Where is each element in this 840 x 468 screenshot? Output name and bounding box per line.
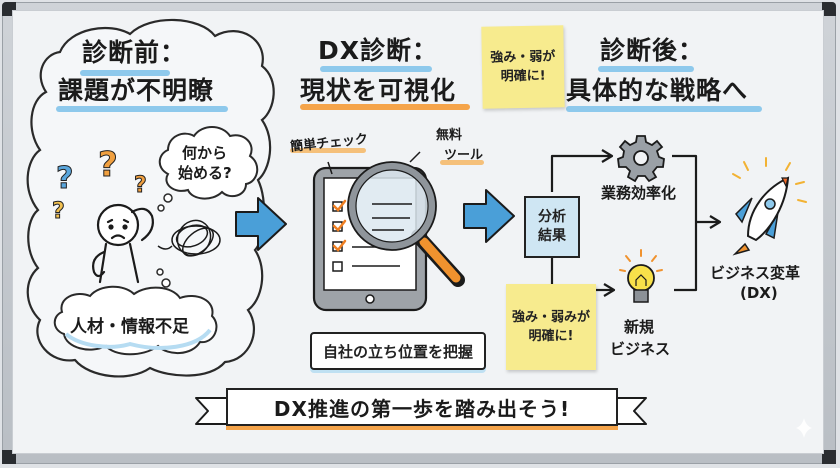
title-underline xyxy=(300,104,470,110)
banner-text: DX推進の第一歩を踏み出そう! xyxy=(273,396,571,421)
question-mark-icon: ? xyxy=(52,199,65,224)
confused-person-icon xyxy=(92,203,154,284)
tangled-scribble-icon xyxy=(157,219,221,257)
business-transformation-line2: (DX) xyxy=(740,284,778,302)
sticky-note-line2: 明確に! xyxy=(528,329,574,344)
title-underline xyxy=(320,66,432,72)
sticky-note-line2: 明確に! xyxy=(500,68,546,85)
tag-underline xyxy=(290,148,366,153)
thought-text-line2: 始める? xyxy=(178,164,232,182)
frame-corner xyxy=(822,2,836,16)
free-tag-line2: ツール xyxy=(444,148,484,163)
title-underline xyxy=(56,106,228,112)
gear-icon xyxy=(617,135,665,183)
title-underline xyxy=(566,106,762,112)
free-tag-line1: 無料 xyxy=(436,128,463,143)
sticky-note-line1: 強み・弱みが xyxy=(511,310,590,325)
tag-underline xyxy=(440,160,484,165)
sparkle-icon xyxy=(796,418,812,438)
before-title-line2: 課題が不明瞭 xyxy=(58,76,215,105)
before-title-line1: 診断前： xyxy=(82,38,187,67)
diagnosis-title-line1: DX診断： xyxy=(318,36,439,65)
after-title-line2: 具体的な戦略へ xyxy=(566,76,749,105)
call-to-action-banner: DX推進の第一歩を踏み出そう! xyxy=(226,388,618,426)
sticky-note-top: 強み・弱が 明確に! xyxy=(481,25,565,109)
thought-text-line1: 何から xyxy=(182,144,228,162)
diagnosis-title-line2: 現状を可視化 xyxy=(300,76,457,105)
new-business-line2: ビジネス xyxy=(610,340,671,358)
title-underline xyxy=(80,70,170,76)
question-mark-icon: ? xyxy=(134,173,147,198)
question-mark-icon: ? xyxy=(56,161,73,196)
title-underline xyxy=(598,66,694,72)
analysis-box-line2: 結果 xyxy=(538,228,566,244)
business-transformation-line1: ビジネス変革 xyxy=(710,264,801,282)
question-mark-icon: ? xyxy=(98,145,118,185)
after-title-line1: 診断後： xyxy=(600,36,705,65)
arrow-right-icon xyxy=(235,197,287,251)
rocket-icon xyxy=(732,157,807,256)
sticky-note-line1: 強み・弱が xyxy=(490,49,556,66)
new-business-line1: 新規 xyxy=(624,318,655,336)
speech-bubble-position: 自社の立ち位置を把握 xyxy=(310,332,486,370)
lack-cloud-outline xyxy=(53,285,218,356)
analysis-box-line1: 分析 xyxy=(538,209,566,225)
analysis-result-box: 分析 結果 xyxy=(524,196,580,258)
sticky-note-bottom: 強み・弱みが 明確に! xyxy=(506,284,596,370)
efficiency-label: 業務効率化 xyxy=(601,184,677,202)
speech-bubble-text: 自社の立ち位置を把握 xyxy=(322,342,473,361)
light-bulb-icon xyxy=(619,249,663,303)
lack-of-talent-info-label: 人材・情報不足 xyxy=(70,317,189,337)
arrow-right-icon xyxy=(463,189,515,243)
magnifying-glass-icon xyxy=(347,161,465,287)
frame-corner xyxy=(822,450,836,464)
thought-cloud-outline xyxy=(158,126,259,200)
